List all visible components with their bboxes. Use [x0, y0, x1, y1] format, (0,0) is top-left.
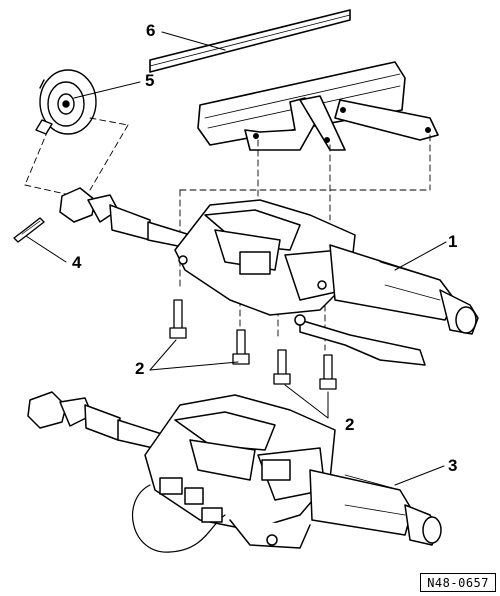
bolt-2-b: [232, 329, 250, 365]
callout-1: 1: [448, 232, 458, 251]
bolt-2-c: [273, 349, 291, 385]
callout-6: 6: [146, 21, 156, 40]
bolts-2-drawing: [149, 299, 337, 419]
bolt-4-drawing: [13, 217, 67, 263]
crossmember-bracket-drawing: [149, 9, 439, 351]
callout-5: 5: [145, 71, 155, 90]
callout-2-left: 2: [135, 359, 145, 378]
callout-4: 4: [72, 253, 82, 272]
callout-2-right: 2: [345, 415, 355, 434]
figure-reference-label: N48-0657: [420, 573, 496, 592]
bolt-2-a: [169, 299, 187, 339]
callout-3: 3: [448, 456, 458, 475]
upper-steering-column-drawing: [59, 187, 479, 366]
clockspring-drawing: [24, 69, 141, 196]
lower-steering-column-drawing: [27, 391, 445, 553]
bolt-2-d: [319, 354, 337, 390]
